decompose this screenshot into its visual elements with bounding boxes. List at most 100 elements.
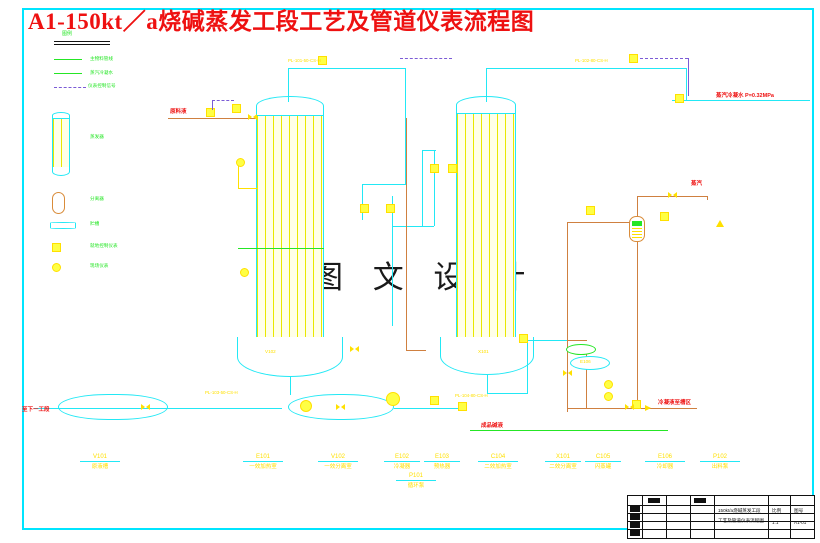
evaporator-symbol-body <box>52 118 70 168</box>
pipe-top-right-down <box>686 68 688 100</box>
pipe-top-right-header <box>486 68 686 70</box>
left-evaporator-bowl <box>237 337 343 377</box>
tb-vline-1 <box>642 496 643 538</box>
equipment-tag-3-rule <box>384 461 420 463</box>
instrument-bubble-17[interactable] <box>430 396 439 405</box>
instrument-bubble-5[interactable] <box>360 204 369 213</box>
instrument-bubble-15[interactable] <box>318 56 327 65</box>
tb-vline-2 <box>666 496 667 538</box>
evaporator-symbol-tubes <box>53 119 69 167</box>
legend-swatch-0 <box>54 59 82 61</box>
pipe-tag-1: PL-102-80-CS-H <box>575 58 608 64</box>
tb-hline-4 <box>628 529 814 530</box>
tb-vline-5 <box>768 496 769 538</box>
tb-block-3 <box>630 522 640 528</box>
equipment-tag-5-tag: P101 <box>408 473 423 479</box>
pipe-mid-top <box>362 184 406 186</box>
valve-5[interactable] <box>563 370 572 377</box>
equipment-tag-5-rule <box>396 480 436 482</box>
pipe-left-vessel-down <box>290 377 292 395</box>
frame-bottom <box>22 528 812 530</box>
equipment-tag-7-desc: 二效分离室 <box>549 464 577 471</box>
instrument-bubble-2[interactable] <box>232 104 241 113</box>
pipe-left-vessel-drop <box>238 165 240 189</box>
left-evaporator-label: V102 <box>265 349 276 354</box>
equipment-tag-5-desc: 循环泵 <box>407 483 425 490</box>
valve-1[interactable] <box>248 114 257 121</box>
right-evaporator-bowl <box>440 337 534 375</box>
instrument-bubble-9[interactable] <box>519 334 528 343</box>
instrument-bubble-19[interactable] <box>660 212 669 221</box>
tb-scale-value: 1:1 <box>772 520 779 525</box>
drum-green <box>566 344 596 355</box>
frame-left <box>22 8 24 528</box>
pipe-right-out <box>672 100 810 102</box>
equipment-tag-2-desc: 一效分离室 <box>324 464 352 471</box>
relief-triangle-1 <box>716 220 724 227</box>
valve-6[interactable] <box>625 404 634 411</box>
tb-block-6 <box>694 498 706 503</box>
pipe-or-h1 <box>406 350 426 352</box>
equipment-tag-0: V101 原液槽 <box>80 453 120 471</box>
pump-p101 <box>386 392 400 406</box>
stream-label-cond-tank: 冷凝液至槽区 <box>658 400 692 406</box>
pipe-bottom-main <box>34 408 282 410</box>
instrument-bubble-13[interactable] <box>675 94 684 103</box>
tb-hline-1 <box>628 505 814 506</box>
instrument-bubble-14[interactable] <box>629 54 638 63</box>
equipment-tag-1-desc: 一效加热室 <box>249 464 277 471</box>
pipe-mid-top-b <box>422 150 436 152</box>
tb-vline-6 <box>790 496 791 538</box>
valve-3[interactable] <box>336 404 345 411</box>
equipment-tag-2-rule <box>318 461 358 463</box>
instrument-bubble-8[interactable] <box>448 164 457 173</box>
equipment-tag-7: X101 二效分离室 <box>545 453 581 471</box>
pipe-tag-1-text: PL-102-80-CS-H <box>575 58 608 63</box>
page-title: A1-150kt／a烧碱蒸发工段工艺及管道仪表流程图 <box>28 9 535 34</box>
pipe-tag-3-text: PL-104-80-CS-H <box>455 393 488 398</box>
pipe-bottom-main-2 <box>394 408 464 410</box>
instrument-bubble-18[interactable] <box>458 402 467 411</box>
valve-4[interactable] <box>668 192 677 199</box>
flow-arrow-right <box>645 405 651 411</box>
legend-label-0: 主物料管线 <box>90 56 113 61</box>
pipe-or-v2 <box>567 222 569 412</box>
instrument-bubble-1[interactable] <box>206 108 215 117</box>
pipe-tag-3: PL-104-80-CS-H <box>455 393 488 399</box>
equipment-tag-3-desc: 冷凝器 <box>393 464 411 471</box>
equipment-tag-9: E106 冷却器 <box>645 453 685 471</box>
instrument-bubble-3[interactable] <box>236 158 245 167</box>
instrument-bubble-4[interactable] <box>240 268 249 277</box>
signal-line-4 <box>212 100 214 110</box>
instrument-bubble-11[interactable] <box>604 392 613 401</box>
equipment-tag-10-desc: 出料泵 <box>711 464 729 471</box>
tb-project: 150kt/a烧碱蒸发工段 <box>718 508 761 513</box>
instrument-square-symbol <box>52 243 61 252</box>
instrument-bubble-16[interactable] <box>586 206 595 215</box>
pipe-or-v5 <box>637 240 639 408</box>
pipe-mid-riser-d <box>434 150 436 226</box>
drum-cyan-label: E106 <box>580 359 591 364</box>
equipment-tag-6-rule <box>478 461 518 463</box>
instrument-bubble-10[interactable] <box>604 380 613 389</box>
instrument-bubble-7[interactable] <box>430 164 439 173</box>
stream-label-condensate: 蒸汽冷凝水 P=0.32MPa <box>716 93 774 99</box>
flash-vessel <box>629 216 645 242</box>
valve-2[interactable] <box>350 346 359 353</box>
pipe-mid-connect <box>392 226 434 228</box>
tb-scale-label: 比例 <box>772 508 782 513</box>
instrument-bubble-6[interactable] <box>386 204 395 213</box>
equipment-tag-5: P101 循环泵 <box>396 472 436 490</box>
legend-rule-top <box>54 41 110 43</box>
legend-header: 图例 <box>62 31 73 37</box>
valve-7[interactable] <box>141 404 150 411</box>
tb-hline-2 <box>628 513 814 514</box>
legend-label-1: 蒸汽冷凝水 <box>90 70 113 75</box>
tank-symbol <box>50 222 76 229</box>
legend-swatch-2 <box>54 87 86 88</box>
equipment-tag-3: E102 冷凝器 <box>384 453 420 471</box>
signal-line-1 <box>400 58 452 59</box>
legend-symbol-label-2: 贮槽 <box>90 221 100 226</box>
left-evaporator-dome <box>256 96 324 116</box>
right-evaporator-label: X101 <box>478 349 489 354</box>
